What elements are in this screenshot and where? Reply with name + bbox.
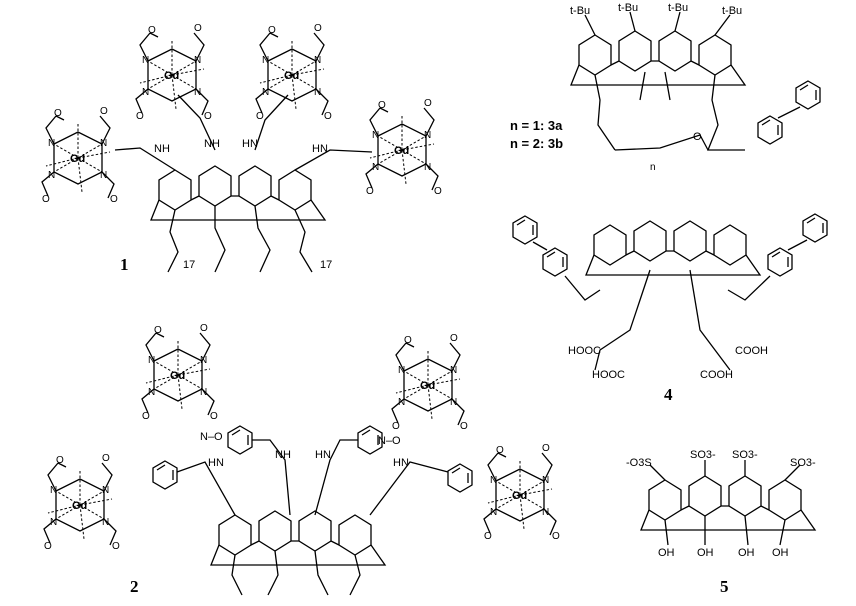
hooc-label: HOOC (568, 345, 601, 357)
so3-label: SO3- (732, 449, 758, 461)
hn-label: HN (312, 143, 328, 155)
compound-2-gd-complex-left: Gd (43, 452, 121, 553)
so3-label-left: -O3S (626, 457, 652, 469)
compound-3b-label: n = 2: 3b (510, 136, 563, 151)
compound-5: -O3S SO3- SO3- SO3- OH OH OH OH 5 (626, 449, 816, 596)
compound-2-gd-complex-right: Gd (483, 442, 561, 543)
ether-oxygen: O (693, 131, 702, 143)
compound-3a-label: n = 1: 3a (510, 118, 563, 133)
compound-1: Gd Gd Gd Gd NH NH HN HN 17 (41, 22, 443, 274)
n-o-label: N–O (378, 435, 401, 447)
compound-4-calixarene: HOOC HOOC COOH COOH (512, 213, 828, 381)
gd-label: Gd (170, 370, 185, 382)
compound-1-gd-complex-left: Gd (41, 105, 119, 206)
oh-label: OH (738, 547, 755, 559)
oh-label: OH (658, 547, 675, 559)
n-subscript: n (650, 162, 656, 173)
hooc-label: HOOC (592, 369, 625, 381)
compound-1-calixarene: NH NH HN HN 17 17 (114, 94, 373, 273)
hn-label: HN (315, 449, 331, 461)
chain-subscript: 17 (183, 259, 195, 271)
hn-label: HN (208, 457, 224, 469)
so3-label: SO3- (690, 449, 716, 461)
compound-4: HOOC HOOC COOH COOH 4 (512, 213, 828, 404)
chain-subscript: 17 (320, 259, 332, 271)
oh-label: OH (697, 547, 714, 559)
compound-2: Gd Gd Gd Gd N–O N– (43, 322, 561, 596)
n-o-label: N–O (200, 431, 223, 443)
oh-label: OH (772, 547, 789, 559)
nh-label: NH (204, 138, 220, 150)
compound-3-calixarene: t-Bu t-Bu t-Bu t-Bu O n (570, 2, 821, 173)
tbu-label: t-Bu (570, 5, 590, 17)
gd-label: Gd (70, 153, 85, 165)
nh-label: NH (154, 143, 170, 155)
cooh-label: COOH (735, 345, 768, 357)
gd-label: Gd (420, 380, 435, 392)
gd-label: Gd (284, 70, 299, 82)
gd-label: Gd (512, 490, 527, 502)
compound-2-calixarene: N–O N–O HN NH HN HN (152, 425, 473, 596)
compound-2-gd-complex-top-right: Gd (391, 332, 469, 433)
compound-5-calixarene: -O3S SO3- SO3- SO3- OH OH OH OH (626, 449, 816, 559)
hn-label: HN (242, 138, 258, 150)
compound-2-gd-complex-top-left: Gd (141, 322, 219, 423)
tbu-label: t-Bu (722, 5, 742, 17)
compound-1-gd-complex-top-right: Gd (255, 22, 333, 123)
gd-label: Gd (164, 70, 179, 82)
so3-label: SO3- (790, 457, 816, 469)
compound-5-id: 5 (720, 577, 729, 596)
compound-3: t-Bu t-Bu t-Bu t-Bu O n n = 1: 3a n = 2:… (510, 2, 821, 173)
gd-label: Gd (394, 145, 409, 157)
compound-1-gd-complex-right: Gd (365, 97, 443, 198)
gd-label: Gd (72, 500, 87, 512)
nh-label: NH (275, 449, 291, 461)
tbu-label: t-Bu (618, 2, 638, 14)
hn-label: HN (393, 457, 409, 469)
compound-1-id: 1 (120, 255, 129, 274)
compound-4-id: 4 (664, 385, 673, 404)
cooh-label: COOH (700, 369, 733, 381)
tbu-label: t-Bu (668, 2, 688, 14)
compound-1-gd-complex-top-left: Gd (135, 22, 213, 123)
compound-2-id: 2 (130, 577, 139, 596)
